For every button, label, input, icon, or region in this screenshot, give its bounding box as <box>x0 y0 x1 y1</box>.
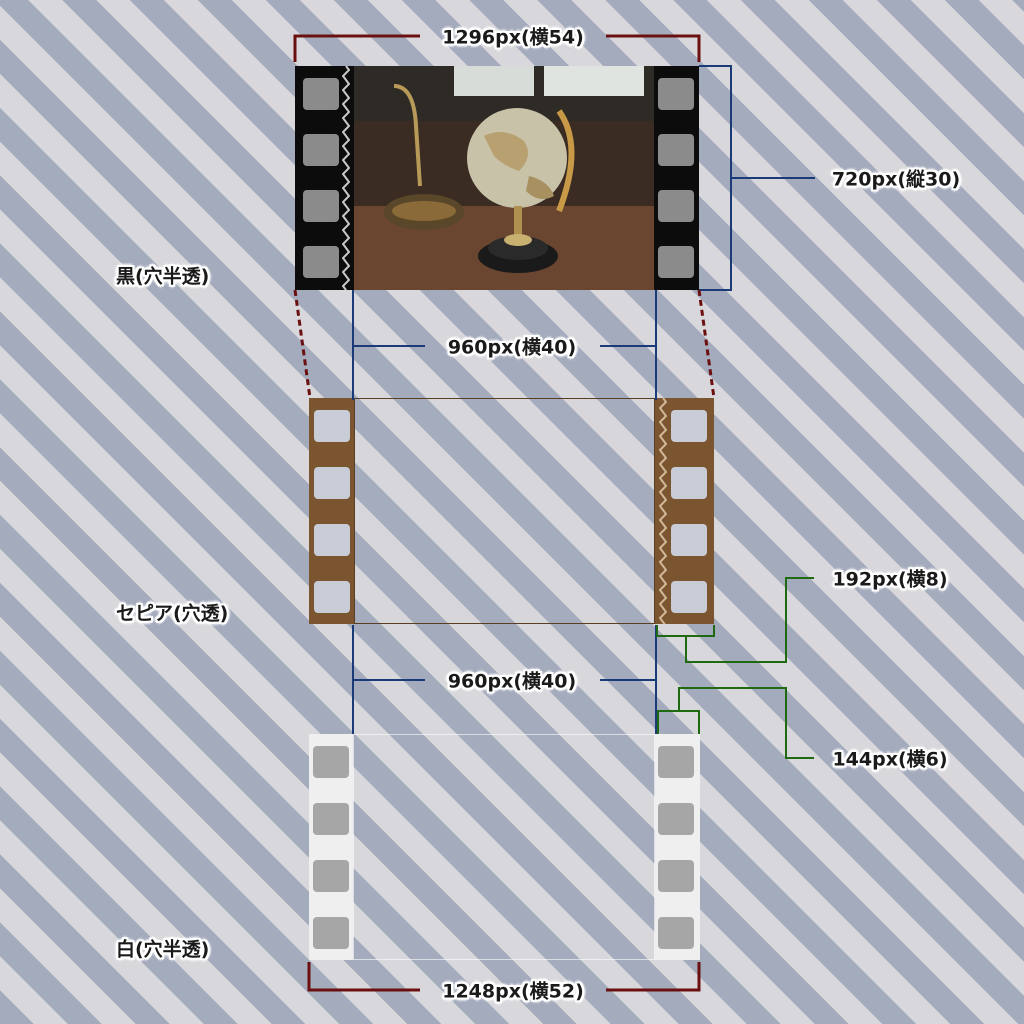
sprocket-hole <box>314 524 350 556</box>
film-sepia <box>309 398 714 624</box>
sprocket-hole <box>303 134 339 166</box>
film-notch-edge <box>659 398 667 624</box>
sepia-frame-window <box>354 398 655 624</box>
sprocket-hole <box>303 246 339 278</box>
sprocket-hole <box>658 917 694 949</box>
sprocket-hole <box>313 746 349 778</box>
dim-label-white-edge: 144px(横6) <box>832 748 948 771</box>
film-notch-edge <box>342 66 350 290</box>
film-black <box>295 66 699 290</box>
dim-label-frame-1: 960px(横40) <box>447 336 577 359</box>
sprocket-hole <box>314 581 350 613</box>
film-white <box>309 734 700 960</box>
dim-label-frame-2: 960px(横40) <box>447 670 577 693</box>
sprocket-hole <box>313 803 349 835</box>
globe-photo <box>354 66 654 290</box>
sprocket-hole <box>313 917 349 949</box>
sprocket-hole <box>671 524 707 556</box>
film-label-white: 白(穴半透) <box>116 938 210 961</box>
sprocket-hole <box>314 467 350 499</box>
film-label-black: 黒(穴半透) <box>116 265 210 288</box>
sprocket-hole <box>658 134 694 166</box>
sprocket-hole <box>658 190 694 222</box>
sprocket-hole <box>671 410 707 442</box>
dim-label-height: 720px(縦30) <box>831 168 961 191</box>
dim-label-total-black: 1296px(横54) <box>442 26 584 49</box>
sprocket-hole <box>314 410 350 442</box>
sprocket-hole <box>313 860 349 892</box>
sprocket-hole <box>658 746 694 778</box>
sprocket-hole <box>658 860 694 892</box>
sprocket-hole <box>303 190 339 222</box>
sprocket-hole <box>658 246 694 278</box>
sprocket-hole <box>658 78 694 110</box>
sprocket-hole <box>671 581 707 613</box>
sprocket-hole <box>303 78 339 110</box>
white-frame-window <box>353 734 655 960</box>
dim-label-total-white: 1248px(横52) <box>442 980 584 1003</box>
sprocket-hole <box>671 467 707 499</box>
globe-photo-art <box>354 66 654 290</box>
sprocket-hole <box>658 803 694 835</box>
dim-line-height <box>699 65 815 291</box>
film-label-sepia: セピア(穴透) <box>116 602 229 625</box>
dim-label-sepia-edge: 192px(横8) <box>832 568 948 591</box>
